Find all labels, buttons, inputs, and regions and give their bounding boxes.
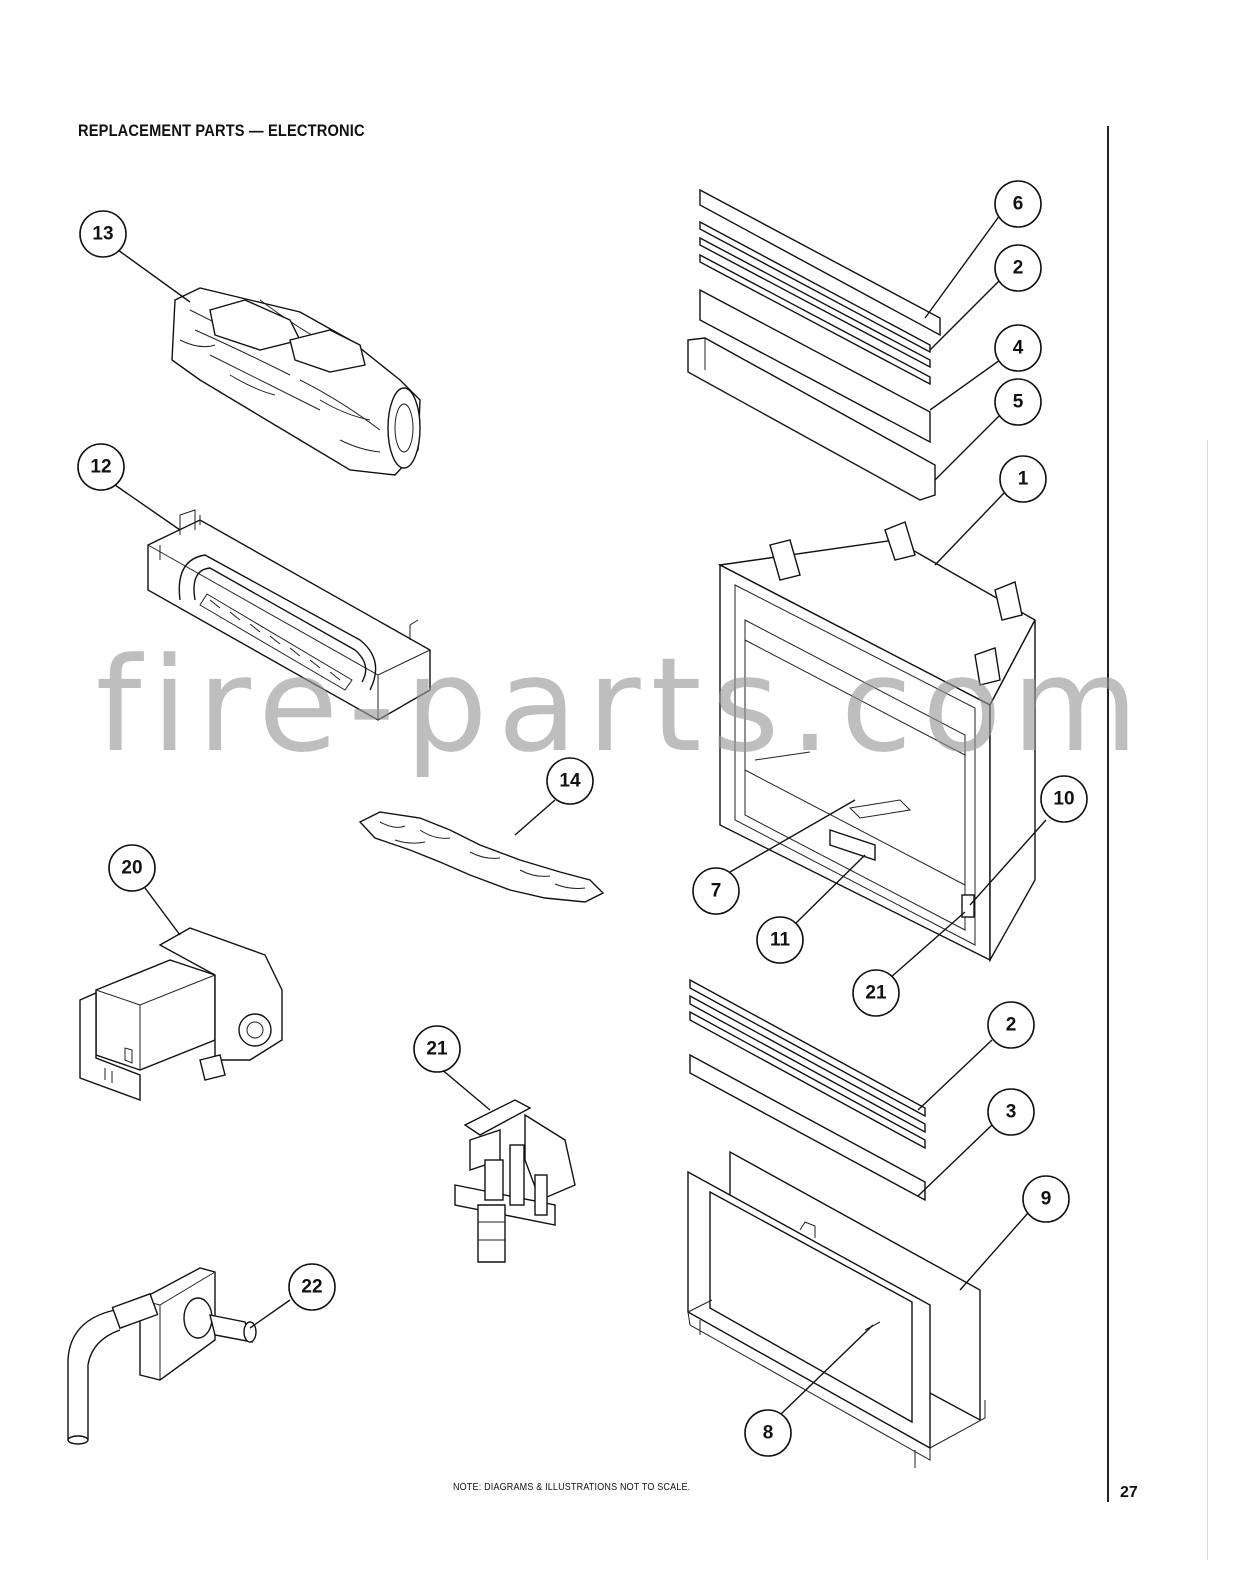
- svg-text:22: 22: [301, 1277, 322, 1298]
- callout-13: 13: [80, 211, 126, 257]
- svg-text:8: 8: [763, 1423, 774, 1444]
- callout-22: 22: [289, 1264, 335, 1310]
- callout-8: 8: [745, 1410, 791, 1456]
- callout-12: 12: [78, 444, 124, 490]
- svg-text:2: 2: [1006, 1015, 1017, 1036]
- bottom-trim-strips-illustration: [690, 980, 925, 1200]
- callout-21-pilot: 21: [414, 1026, 460, 1072]
- callout-5: 5: [995, 379, 1041, 425]
- svg-text:13: 13: [92, 224, 113, 245]
- callout-7: 7: [693, 868, 739, 914]
- callout-6: 6: [995, 181, 1041, 227]
- callout-3: 3: [988, 1089, 1034, 1135]
- burner-illustration: [148, 510, 430, 720]
- page-number: 27: [1120, 1484, 1138, 1502]
- svg-text:20: 20: [121, 858, 142, 879]
- gas-connection-illustration: [68, 1268, 256, 1444]
- ember-material-illustration: [360, 812, 603, 902]
- svg-text:7: 7: [711, 881, 722, 902]
- callout-20: 20: [109, 845, 155, 891]
- callout-4: 4: [995, 325, 1041, 371]
- firebox-illustration: [720, 522, 1035, 960]
- top-trim-strips-illustration: [688, 190, 940, 500]
- svg-text:4: 4: [1013, 338, 1024, 359]
- svg-text:11: 11: [770, 930, 791, 951]
- svg-text:10: 10: [1053, 789, 1074, 810]
- callout-9: 9: [1023, 1176, 1069, 1222]
- svg-text:5: 5: [1013, 392, 1024, 413]
- callout-11: 11: [757, 917, 803, 963]
- svg-text:2: 2: [1013, 258, 1024, 279]
- svg-text:1: 1: [1018, 469, 1029, 490]
- svg-text:9: 9: [1041, 1189, 1052, 1210]
- callout-14: 14: [547, 758, 593, 804]
- callout-21-firebox: 21: [853, 970, 899, 1016]
- gas-valve-illustration: [80, 928, 282, 1100]
- svg-text:14: 14: [559, 771, 581, 792]
- svg-text:21: 21: [426, 1039, 448, 1060]
- surround-frame-illustration: [688, 1152, 985, 1468]
- pilot-assembly-illustration: [455, 1100, 575, 1262]
- callout-1: 1: [1000, 456, 1046, 502]
- svg-text:3: 3: [1006, 1102, 1017, 1123]
- svg-text:6: 6: [1013, 194, 1024, 215]
- log-set-illustration: [172, 288, 420, 475]
- callout-2-bottom: 2: [988, 1002, 1034, 1048]
- footer-note: NOTE: DIAGRAMS & ILLUSTRATIONS NOT TO SC…: [453, 1482, 690, 1493]
- callout-10: 10: [1041, 776, 1087, 822]
- callout-2-top: 2: [995, 245, 1041, 291]
- svg-text:21: 21: [865, 983, 887, 1004]
- svg-text:12: 12: [90, 457, 111, 478]
